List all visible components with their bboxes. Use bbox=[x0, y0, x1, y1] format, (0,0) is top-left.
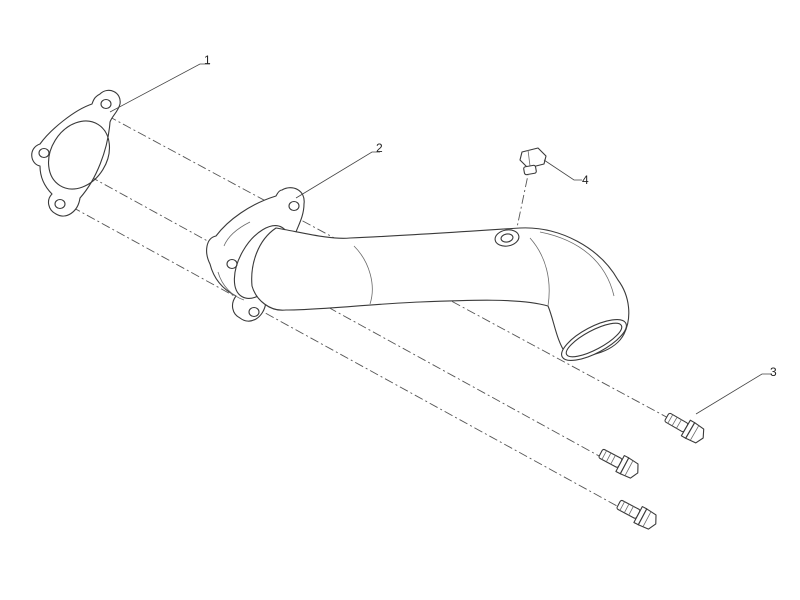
callout-1: 1 bbox=[204, 53, 211, 67]
gasket-part[interactable] bbox=[31, 89, 122, 217]
callout-2: 2 bbox=[376, 141, 383, 155]
callout-4: 4 bbox=[582, 173, 589, 187]
bolt-upper[interactable] bbox=[662, 409, 707, 446]
exhaust-pipe-part[interactable] bbox=[206, 187, 632, 369]
callout-3: 3 bbox=[770, 365, 777, 379]
plug-part[interactable] bbox=[519, 147, 547, 176]
bolt-middle[interactable] bbox=[596, 445, 642, 481]
bolt-part[interactable] bbox=[596, 409, 707, 532]
leader-lines bbox=[109, 63, 772, 415]
assembly-lines bbox=[59, 115, 673, 513]
bolt-lower[interactable] bbox=[614, 496, 660, 532]
